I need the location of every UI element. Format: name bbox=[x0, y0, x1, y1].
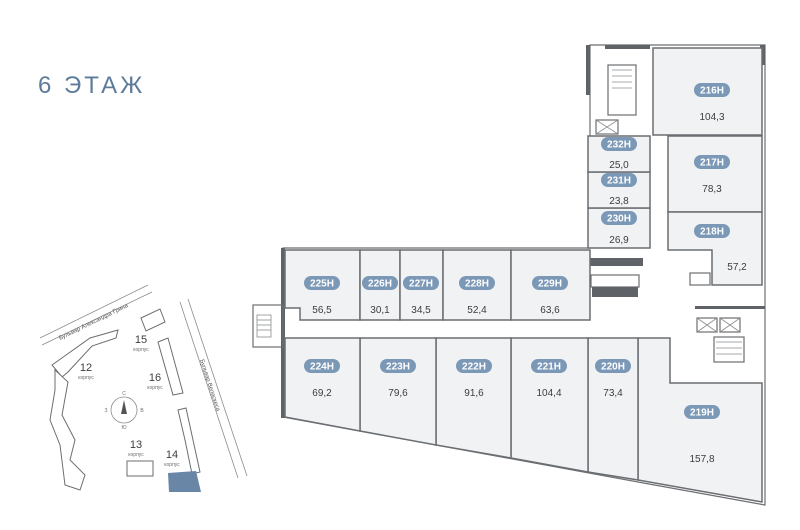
room-222[interactable]: 222Н 91,6 bbox=[435, 337, 512, 459]
room-number: 224Н bbox=[310, 362, 334, 373]
building-label: корпус bbox=[78, 375, 94, 381]
building-14-label: 14 bbox=[166, 449, 178, 461]
room-area-value: 157,8 bbox=[689, 454, 714, 465]
room-badge[interactable] bbox=[595, 359, 631, 373]
room-area[interactable] bbox=[667, 211, 763, 286]
room-number: 227Н bbox=[409, 279, 433, 290]
room-area[interactable] bbox=[284, 337, 361, 432]
room-225[interactable]: 225Н 56,5 bbox=[284, 249, 361, 321]
room-area-value: 73,4 bbox=[603, 388, 623, 399]
stairwell-icon bbox=[252, 304, 284, 348]
room-number: 222Н bbox=[462, 362, 486, 373]
room-badge[interactable] bbox=[694, 224, 730, 238]
room-number: 217Н bbox=[700, 158, 724, 169]
room-badge[interactable] bbox=[456, 359, 492, 373]
building-label: корпус bbox=[147, 385, 163, 391]
svg-text:С: С bbox=[122, 391, 126, 397]
street-lines bbox=[39, 284, 248, 479]
room-number: 220Н bbox=[601, 362, 625, 373]
building-label: корпус bbox=[133, 347, 149, 353]
room-badge[interactable] bbox=[601, 211, 637, 225]
room-230[interactable]: 230Н 26,9 bbox=[587, 207, 651, 249]
building-15-label: 15 bbox=[135, 334, 147, 346]
room-badge[interactable] bbox=[304, 276, 340, 290]
room-number: 226Н bbox=[368, 279, 392, 290]
room-219[interactable]: 219Н 157,8 bbox=[637, 337, 763, 503]
room-232[interactable]: 232Н 25,0 bbox=[587, 135, 651, 173]
room-area-value: 25,0 bbox=[609, 160, 629, 171]
room-badge[interactable] bbox=[304, 359, 340, 373]
room-number: 219Н bbox=[690, 408, 714, 419]
room-number: 218Н bbox=[700, 227, 724, 238]
svg-text:З: З bbox=[104, 408, 107, 414]
room-number: 223Н bbox=[386, 362, 410, 373]
restroom-icon bbox=[590, 272, 711, 297]
room-221[interactable]: 221Н 104,4 bbox=[510, 337, 589, 473]
room-badge[interactable] bbox=[684, 405, 720, 419]
room-number: 216Н bbox=[700, 86, 724, 97]
street-name: Бульвар Веласкеса bbox=[198, 359, 221, 413]
room-area-value: 23,8 bbox=[609, 196, 629, 207]
room-218[interactable]: 218Н 57,2 bbox=[667, 211, 763, 286]
room-number: 230Н bbox=[607, 214, 631, 225]
room-area-value: 30,1 bbox=[370, 305, 390, 316]
room-number: 225Н bbox=[310, 279, 334, 290]
room-badge[interactable] bbox=[532, 276, 568, 290]
room-number: 231Н bbox=[607, 176, 631, 187]
stairwell-icon bbox=[595, 64, 637, 135]
room-224[interactable]: 224Н 69,2 bbox=[284, 337, 361, 432]
room-badge[interactable] bbox=[694, 83, 730, 97]
street-name: Бульвар Александра Грина bbox=[58, 303, 130, 342]
building-13-label: 13 bbox=[130, 439, 142, 451]
room-badge[interactable] bbox=[459, 276, 495, 290]
room-area-value: 79,6 bbox=[388, 388, 408, 399]
room-badge[interactable] bbox=[403, 276, 439, 290]
highlighted-building[interactable] bbox=[168, 471, 201, 492]
room-area-value: 26,9 bbox=[609, 235, 629, 246]
room-228[interactable]: 228Н 52,4 bbox=[442, 249, 512, 321]
room-217[interactable]: 217Н 78,3 bbox=[667, 135, 763, 213]
room-area-value: 52,4 bbox=[467, 305, 487, 316]
room-area-value: 104,4 bbox=[536, 388, 561, 399]
room-badge[interactable] bbox=[362, 276, 398, 290]
room-badge[interactable] bbox=[380, 359, 416, 373]
room-area-value: 57,2 bbox=[727, 262, 747, 273]
room-226[interactable]: 226Н 30,1 bbox=[359, 249, 401, 321]
room-area-value: 63,6 bbox=[540, 305, 560, 316]
elevator-icon bbox=[696, 317, 745, 363]
building-12-label: 12 bbox=[80, 362, 92, 374]
room-badge[interactable] bbox=[601, 137, 637, 151]
svg-text:В: В bbox=[140, 408, 144, 414]
building-label: корпус bbox=[164, 462, 180, 468]
room-area-value: 91,6 bbox=[464, 388, 484, 399]
room-badge[interactable] bbox=[531, 359, 567, 373]
room-area-value: 69,2 bbox=[312, 388, 332, 399]
room-badge[interactable] bbox=[601, 173, 637, 187]
compass-icon: С Ю З В bbox=[104, 391, 144, 431]
room-badge[interactable] bbox=[694, 155, 730, 169]
room-number: 229Н bbox=[538, 279, 562, 290]
room-216[interactable]: 216Н 104,3 bbox=[652, 47, 763, 136]
room-229[interactable]: 229Н 63,6 bbox=[510, 249, 591, 321]
room-area-value: 78,3 bbox=[702, 184, 722, 195]
room-area-value: 56,5 bbox=[312, 305, 332, 316]
building-16-label: 16 bbox=[149, 372, 161, 384]
room-area-value: 104,3 bbox=[699, 112, 724, 123]
room-number: 228Н bbox=[465, 279, 489, 290]
room-number: 221Н bbox=[537, 362, 561, 373]
svg-text:Ю: Ю bbox=[121, 425, 126, 431]
building-label: корпус bbox=[128, 452, 144, 458]
room-area-value: 34,5 bbox=[411, 305, 431, 316]
floor-title: 6 ЭТАЖ bbox=[38, 72, 146, 99]
room-227[interactable]: 227Н 34,5 bbox=[399, 249, 444, 321]
room-number: 232Н bbox=[607, 140, 631, 151]
building-outlines bbox=[49, 308, 201, 492]
